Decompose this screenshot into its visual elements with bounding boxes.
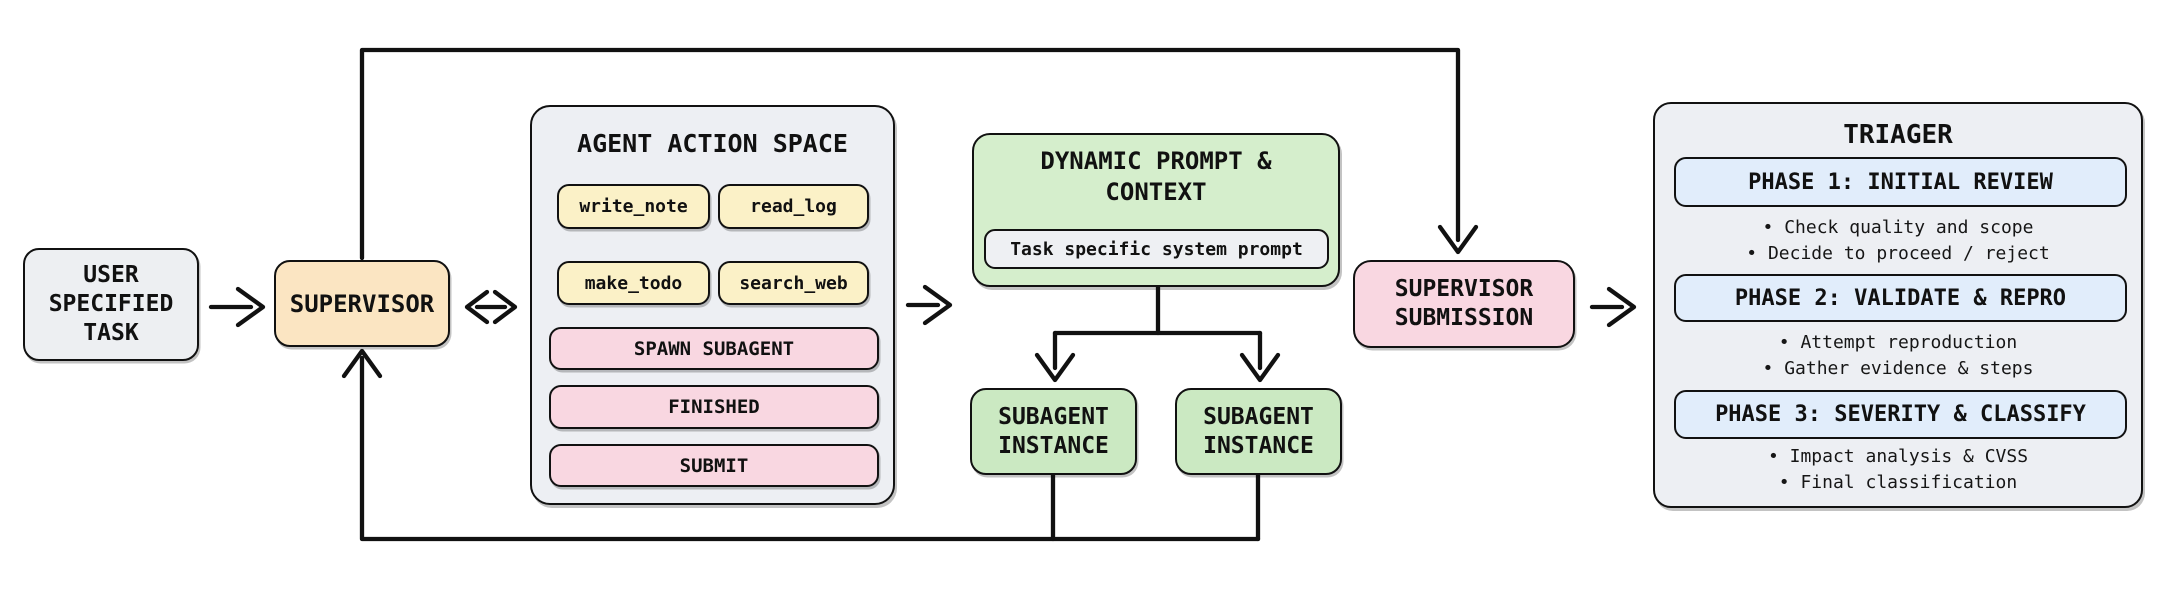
bullet-item: • Decide to proceed / reject	[1746, 242, 2050, 264]
subagent-instance-node-2: SUBAGENT INSTANCE	[1175, 388, 1342, 475]
subagent-instance-node-1: SUBAGENT INSTANCE	[970, 388, 1137, 475]
supervisor-submission-node: SUPERVISOR SUBMISSION	[1353, 260, 1575, 348]
arrow-submission-to-triager	[1589, 286, 1637, 328]
agent-action-space-title: AGENT ACTION SPACE	[577, 129, 848, 158]
user-specified-task-node: USER SPECIFIED TASK	[23, 248, 199, 361]
action-submit: SUBMIT	[549, 444, 879, 487]
bullet-item: • Attempt reproduction	[1778, 332, 2018, 353]
triager-phase-2-header: PHASE 2: VALIDATE & REPRO	[1674, 274, 2127, 322]
task-specific-system-prompt-node: Task specific system prompt	[984, 229, 1329, 269]
triager-phase-1-header: PHASE 1: INITIAL REVIEW	[1674, 157, 2127, 207]
bullet-item: • Check quality and scope	[1762, 216, 2034, 238]
dynamic-prompt-context-title: DYNAMIC PROMPT & CONTEXT	[1040, 147, 1272, 206]
triager-phase-1-bullets: • Check quality and scope • Decide to pr…	[1655, 207, 2141, 274]
arrow-prompt-to-subagents	[1034, 284, 1281, 383]
arrow-actionspace-to-prompt	[905, 284, 953, 326]
triager-phase-3-header: PHASE 3: SEVERITY & CLASSIFY	[1674, 390, 2127, 439]
action-spawn-subagent: SPAWN SUBAGENT	[549, 327, 879, 370]
bullet-item: • Final classification	[1778, 472, 2018, 493]
bullet-item: • Impact analysis & CVSS	[1767, 446, 2029, 467]
agent-action-space-panel: AGENT ACTION SPACE write_note read_log m…	[530, 105, 895, 505]
triager-title: TRIAGER	[1843, 120, 1953, 150]
triager-phase-2-bullets: • Attempt reproduction • Gather evidence…	[1655, 322, 2141, 390]
tool-pill-write-note: write_note	[557, 184, 710, 229]
tool-pill-search-web: search_web	[718, 261, 869, 305]
action-finished: FINISHED	[549, 385, 879, 429]
bullet-item: • Gather evidence & steps	[1762, 358, 2034, 379]
arrow-supervisor-actionspace-bidirectional	[464, 289, 518, 325]
triager-panel: TRIAGER PHASE 1: INITIAL REVIEW • Check …	[1653, 102, 2143, 508]
tool-pill-make-todo: make_todo	[557, 261, 710, 305]
dynamic-prompt-context-node: DYNAMIC PROMPT & CONTEXT Task specific s…	[972, 133, 1340, 287]
arrow-supervisor-to-submission-toploop	[359, 47, 1479, 261]
tool-pill-read-log: read_log	[718, 184, 869, 229]
supervisor-node: SUPERVISOR	[274, 260, 450, 347]
arrow-user-to-supervisor	[208, 286, 266, 328]
arrow-subagents-to-supervisor-feedback	[341, 348, 1261, 542]
triager-phase-3-bullets: • Impact analysis & CVSS • Final classif…	[1655, 439, 2141, 501]
